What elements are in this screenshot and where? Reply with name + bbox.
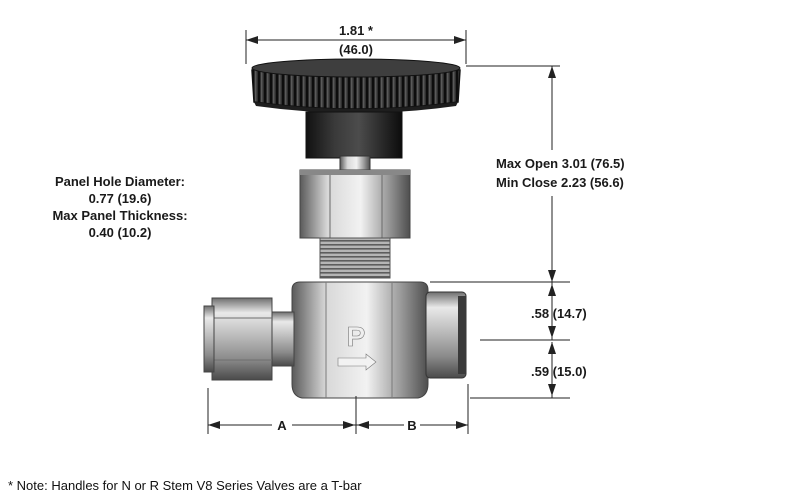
dimension-lower-right	[470, 342, 570, 399]
lower-right-dim-label: .59 (15.0)	[531, 364, 587, 379]
valve-body: P	[291, 281, 429, 399]
panel-thickness-label: Max Panel Thickness:	[52, 208, 187, 223]
handle-knob	[251, 58, 461, 113]
valve-illustration: P	[203, 58, 467, 399]
dimension-top-width	[245, 30, 467, 64]
left-compression-fitting	[203, 297, 295, 381]
body-mark-letter: P	[347, 321, 366, 352]
dim-letter-b: B	[407, 418, 416, 433]
max-open-label: Max Open 3.01 (76.5)	[496, 156, 625, 171]
right-port	[425, 291, 467, 379]
dimension-bottom	[207, 384, 469, 434]
dimension-upper-right	[430, 281, 570, 341]
top-width-mm-label: (46.0)	[339, 42, 373, 57]
panel-thickness-value: 0.40 (10.2)	[89, 225, 152, 240]
min-close-label: Min Close 2.23 (56.6)	[496, 175, 624, 190]
packing-nut	[299, 169, 411, 239]
dim-letter-a: A	[277, 418, 287, 433]
top-width-label: 1.81 *	[339, 23, 374, 38]
bonnet-threads	[319, 237, 391, 279]
handle-hub	[305, 111, 403, 173]
panel-hole-value: 0.77 (19.6)	[89, 191, 152, 206]
flow-arrow-icon	[337, 353, 377, 371]
panel-hole-label: Panel Hole Diameter:	[55, 174, 185, 189]
footnote: * Note: Handles for N or R Stem V8 Serie…	[8, 478, 362, 493]
dimension-height	[466, 65, 560, 282]
upper-right-dim-label: .58 (14.7)	[531, 306, 587, 321]
